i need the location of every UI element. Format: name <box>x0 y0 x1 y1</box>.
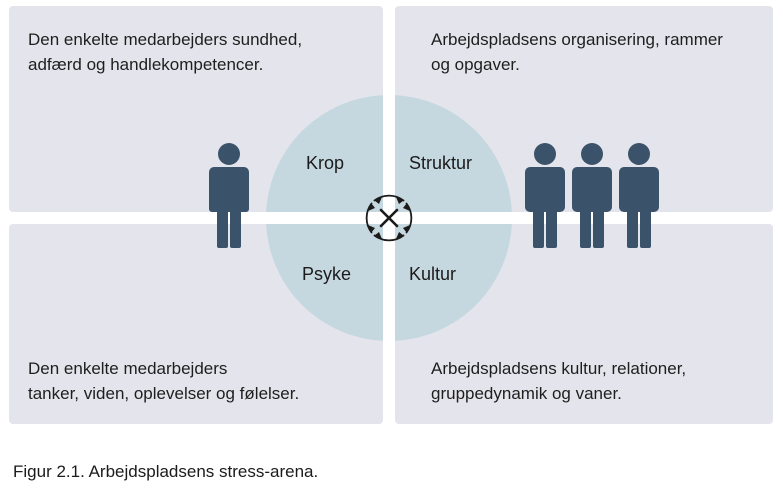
person-icon <box>619 143 659 248</box>
figure-caption: Figur 2.1. Arbejdspladsens stress-arena. <box>13 462 319 481</box>
cycle-arrows-icon <box>365 194 413 242</box>
single-person-icon <box>209 143 249 248</box>
label-krop: Krop <box>306 153 345 173</box>
person-icon <box>572 143 612 248</box>
label-struktur: Struktur <box>409 153 473 173</box>
organization-structure-text: Arbejdspladsens organisering, rammer og … <box>431 30 723 74</box>
individual-health-text: Den enkelte medarbejders sundhed, adfærd… <box>28 30 303 74</box>
individual-mind-text: Den enkelte medarbejders tanker, viden, … <box>28 359 300 403</box>
organization-culture-text: Arbejdspladsens kultur, relationer, grup… <box>431 359 687 403</box>
label-psyke: Psyke <box>302 264 352 284</box>
label-kultur: Kultur <box>409 264 457 284</box>
group-of-people-icon <box>525 143 659 248</box>
person-icon <box>525 143 565 248</box>
